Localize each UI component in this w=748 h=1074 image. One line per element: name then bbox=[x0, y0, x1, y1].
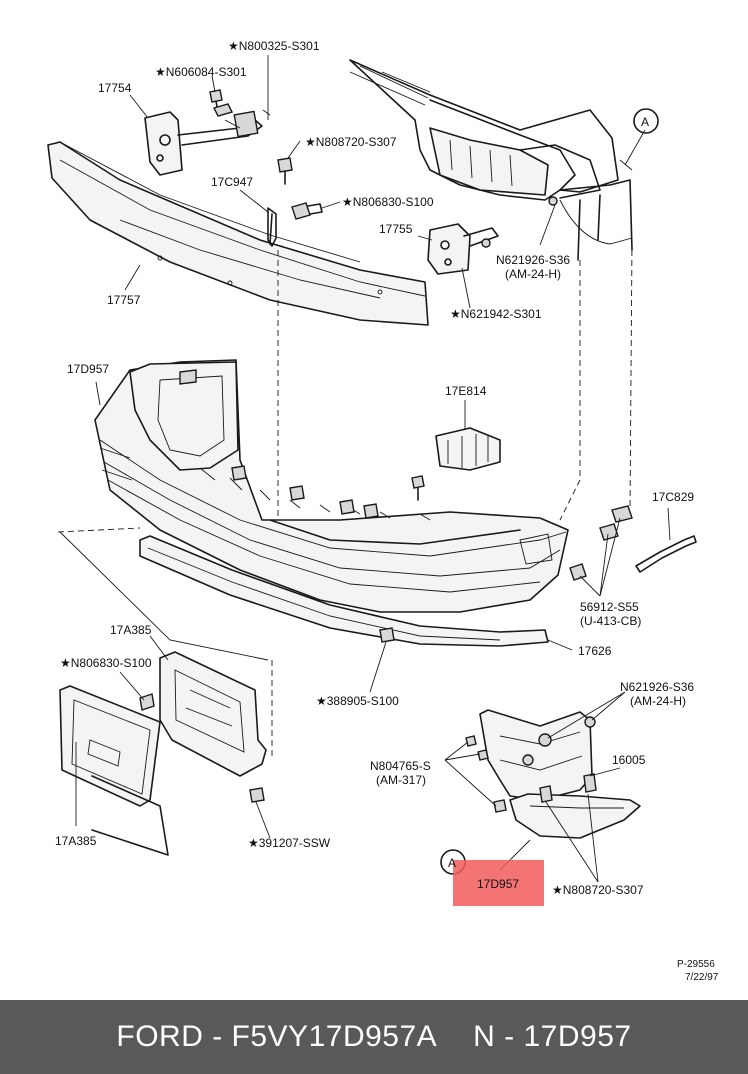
callout-a-bottom: A bbox=[448, 856, 456, 870]
label-n806830-top: ★N806830-S100 bbox=[342, 195, 434, 209]
label-am24h-bottom: (AM-24-H) bbox=[630, 694, 686, 708]
callout-a-top-circle bbox=[633, 108, 659, 134]
bracket-17755 bbox=[427, 223, 499, 275]
clip-17c947 bbox=[267, 207, 277, 247]
bumper-cover-17d957 bbox=[94, 359, 569, 613]
drawing-number: P-29556 bbox=[677, 959, 715, 970]
label-388905: ★388905-S100 bbox=[316, 694, 399, 708]
bolt-n806830-top bbox=[291, 202, 323, 220]
highlight-box bbox=[453, 860, 544, 906]
label-n808720-bottom: ★N808720-S307 bbox=[552, 883, 644, 897]
retainer-388905 bbox=[379, 627, 395, 643]
label-56912: 56912-S55 bbox=[580, 600, 639, 614]
lower-trim-17626 bbox=[139, 535, 549, 647]
text-labels: ★N800325-S301 ★N606084-S301 17754 ★N8087… bbox=[55, 39, 719, 983]
detail-assembly-16005 bbox=[465, 709, 641, 839]
guide-lines bbox=[57, 239, 633, 760]
label-n808720-top: ★N808720-S307 bbox=[305, 135, 397, 149]
screws-56912 bbox=[569, 505, 633, 581]
label-16005: 16005 bbox=[612, 753, 646, 767]
drawing-date: 7/22/97 bbox=[685, 972, 719, 983]
label-u413cb: (U-413-CB) bbox=[580, 614, 641, 628]
bracket-17e814 bbox=[435, 427, 501, 471]
label-am24h-top: (AM-24-H) bbox=[505, 267, 561, 281]
label-17a385-top: 17A385 bbox=[110, 623, 152, 637]
label-17d957-highlight: 17D957 bbox=[477, 877, 519, 891]
footer-reference: N - 17D957 bbox=[473, 1020, 632, 1053]
label-n621926-bottom: N621926-S36 bbox=[620, 680, 694, 694]
bracket-17754 bbox=[144, 109, 271, 176]
label-391207: ★391207-SSW bbox=[248, 836, 331, 850]
vehicle-body-section bbox=[349, 59, 633, 261]
label-17a385-bottom: 17A385 bbox=[55, 834, 97, 848]
bolt-n606084 bbox=[209, 89, 234, 117]
bolt-n808720-top bbox=[277, 157, 293, 185]
footer-part-number: FORD - F5VY17D957A bbox=[116, 1020, 438, 1053]
parts-diagram: ★N800325-S301 ★N606084-S301 17754 ★N8087… bbox=[47, 39, 719, 983]
label-17626: 17626 bbox=[578, 644, 612, 658]
label-17d957: 17D957 bbox=[67, 362, 109, 376]
label-17e814: 17E814 bbox=[445, 384, 487, 398]
bumper-reinforcement-17757 bbox=[47, 141, 429, 326]
license-bracket-17a385 bbox=[59, 651, 267, 856]
footer-bar: FORD - F5VY17D957A N - 17D957 bbox=[0, 1000, 748, 1074]
label-17c947: 17C947 bbox=[211, 175, 253, 189]
label-am317: (AM-317) bbox=[376, 773, 426, 787]
label-17755: 17755 bbox=[379, 222, 413, 236]
seal-17c829 bbox=[635, 535, 697, 573]
label-17754: 17754 bbox=[98, 81, 132, 95]
bolt-center bbox=[411, 475, 425, 501]
label-17c829: 17C829 bbox=[652, 490, 694, 504]
label-17757: 17757 bbox=[107, 293, 141, 307]
label-n804765: N804765-S bbox=[370, 759, 431, 773]
label-n621942: ★N621942-S301 bbox=[450, 307, 542, 321]
label-n606084: ★N606084-S301 bbox=[155, 65, 247, 79]
label-n621926-top: N621926-S36 bbox=[496, 253, 570, 267]
callout-a-top: A bbox=[641, 115, 649, 129]
label-n800325: ★N800325-S301 bbox=[228, 39, 320, 53]
label-n806830-bottom: ★N806830-S100 bbox=[60, 656, 152, 670]
